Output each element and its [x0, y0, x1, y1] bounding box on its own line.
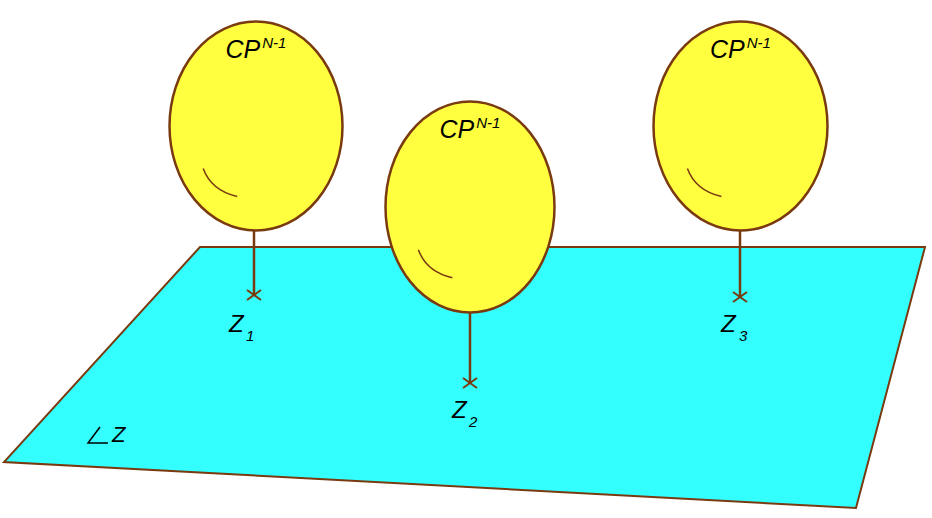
- point-index: 3: [739, 328, 747, 343]
- plane-coordinate: Z: [112, 424, 125, 446]
- point-index: 1: [246, 328, 254, 343]
- fiber-ellipse: CPN-1: [168, 20, 344, 232]
- ellipse-label: CPN-1: [384, 100, 556, 144]
- space-name: CP: [710, 35, 745, 63]
- dimension-exponent: N-1: [476, 114, 500, 131]
- point-label: Z: [452, 398, 467, 422]
- ellipse-label: CPN-1: [168, 20, 344, 64]
- ellipse-label: CPN-1: [652, 20, 829, 64]
- angle-symbol: [88, 427, 108, 443]
- dimension-exponent: N-1: [747, 34, 771, 51]
- point-label: Z: [721, 312, 736, 336]
- point-label: Z: [229, 312, 244, 336]
- space-name: CP: [440, 115, 475, 143]
- fiber-ellipse: CPN-1: [652, 20, 829, 232]
- point-index: 2: [469, 414, 477, 429]
- space-name: CP: [226, 35, 261, 63]
- dimension-exponent: N-1: [262, 34, 286, 51]
- fiber-ellipse: CPN-1: [384, 100, 556, 314]
